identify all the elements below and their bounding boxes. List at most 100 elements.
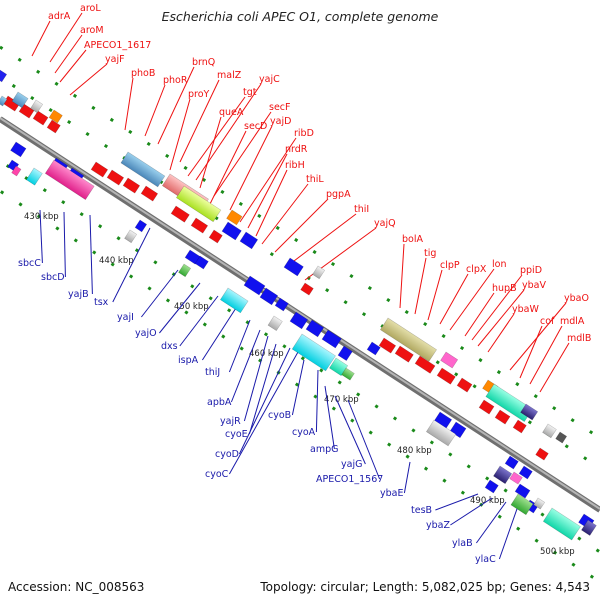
gene-feature [312, 265, 326, 280]
plus-gene-label-yajq: yajQ [374, 218, 396, 229]
kbp-tick-460-kbp: 460 kbp [249, 349, 284, 359]
gene-feature [0, 69, 8, 83]
gene-feature [122, 177, 141, 194]
gene-feature [321, 329, 342, 349]
gene-feature [512, 419, 527, 434]
plus-leader-line [439, 273, 469, 325]
kbp-tick-450-kbp: 450 kbp [174, 302, 209, 312]
gene-feature [380, 317, 437, 362]
plus-leader-line [464, 292, 495, 337]
minus-leader-line [450, 497, 493, 526]
minus-gene-label-ampg: ampG [310, 444, 338, 455]
plus-gene-label-lon: lon [492, 259, 506, 270]
plus-leader-line [59, 49, 87, 83]
plus-gene-label-yajf: yajF [105, 54, 125, 65]
gene-feature [341, 367, 355, 381]
plus-leader-line [69, 63, 108, 96]
plus-gene-label-mdla: mdlA [560, 316, 585, 327]
minus-gene-label-yajo: yajO [135, 328, 157, 339]
plus-leader-line [31, 20, 51, 57]
minus-leader-line [112, 227, 151, 303]
minus-leader-line [435, 493, 479, 511]
map-title: Escherichia coli APEC O1, complete genom… [161, 9, 439, 24]
gene-feature [514, 483, 531, 499]
gene-feature [48, 109, 63, 124]
kbp-tick-440-kbp: 440 kbp [99, 256, 134, 266]
gene-feature [90, 161, 109, 178]
plus-leader-line [427, 269, 443, 321]
minus-leader-line [141, 269, 179, 318]
minus-gene-label-cyoc: cyoC [205, 469, 229, 480]
gene-feature [30, 99, 44, 114]
plus-gene-label-brnq: brnQ [192, 57, 215, 68]
minus-leader-line [315, 369, 319, 433]
gene-feature [124, 229, 138, 244]
minus-gene-label-yajg: yajG [341, 459, 362, 470]
plus-leader-line [289, 213, 357, 265]
plus-leader-line [213, 111, 272, 197]
plus-leader-line [229, 125, 273, 211]
minus-gene-label-yajb: yajB [68, 289, 89, 300]
plus-leader-line [274, 198, 329, 253]
gene-feature [176, 185, 222, 223]
plus-gene-label-yajd: yajD [270, 116, 291, 127]
plus-gene-label-apeco1-1617: APECO1_1617 [84, 40, 151, 51]
plus-leader-line [187, 96, 246, 177]
gene-feature [305, 319, 325, 338]
gene-feature [414, 355, 436, 374]
gene-feature [11, 165, 22, 177]
plus-leader-line [399, 243, 405, 309]
plus-leader-line [247, 153, 288, 229]
gene-feature [170, 205, 190, 223]
gene-feature [267, 315, 283, 332]
plus-leader-line [209, 130, 247, 205]
minus-leader-line [159, 282, 201, 334]
gene-feature [542, 423, 557, 439]
plus-leader-line [261, 183, 309, 245]
gene-feature [518, 465, 533, 480]
minus-gene-label-apba: apbA [207, 397, 232, 408]
plus-gene-label-secf: secF [269, 102, 290, 113]
plus-gene-label-ppid: ppiD [520, 265, 542, 276]
gene-feature [493, 465, 513, 485]
minus-gene-label-thij: thiJ [205, 367, 220, 378]
plus-gene-label-nrdr: nrdR [285, 144, 308, 155]
gene-feature [106, 169, 125, 186]
plus-leader-line [54, 34, 83, 74]
plus-leader-line [414, 257, 427, 315]
minus-leader-line [243, 335, 269, 422]
plus-gene-label-thii: thiI [354, 204, 369, 215]
minus-leader-line [291, 359, 305, 416]
gene-feature [44, 159, 95, 200]
plus-gene-label-phob: phoB [131, 68, 155, 79]
plus-leader-line [49, 12, 83, 63]
gene-feature [291, 333, 336, 372]
kbp-tick-470-kbp: 470 kbp [324, 395, 359, 405]
plus-gene-label-ybaw: ybaW [512, 304, 539, 315]
plus-gene-label-clpx: clpX [466, 264, 487, 275]
gene-feature [220, 287, 249, 314]
gene-feature [194, 255, 209, 270]
gene-feature [10, 141, 27, 158]
kbp-tick-480-kbp: 480 kbp [397, 446, 432, 456]
plus-gene-label-ybao: ybaO [564, 293, 589, 304]
minus-gene-label-tesb: tesB [411, 505, 432, 516]
minus-gene-label-sbcd: sbcD [41, 272, 65, 283]
gene-feature [394, 345, 414, 363]
plus-gene-label-clpp: clpP [440, 260, 460, 271]
plus-gene-label-cof: cof [540, 316, 555, 327]
minus-leader-line [248, 343, 277, 435]
plus-leader-line [144, 84, 166, 137]
plus-leader-line [199, 116, 222, 189]
gene-feature [274, 297, 289, 312]
minus-leader-line [201, 307, 237, 361]
plus-gene-label-ribd: ribD [294, 128, 314, 139]
minus-leader-line [39, 209, 43, 264]
plus-gene-label-quea: queA [219, 107, 244, 118]
plus-leader-line [449, 268, 495, 331]
minus-gene-label-ybae: ybaE [380, 488, 403, 499]
plus-gene-label-bola: bolA [402, 234, 423, 245]
minus-gene-label-dxs: dxs [161, 341, 178, 352]
gene-feature [283, 257, 304, 277]
